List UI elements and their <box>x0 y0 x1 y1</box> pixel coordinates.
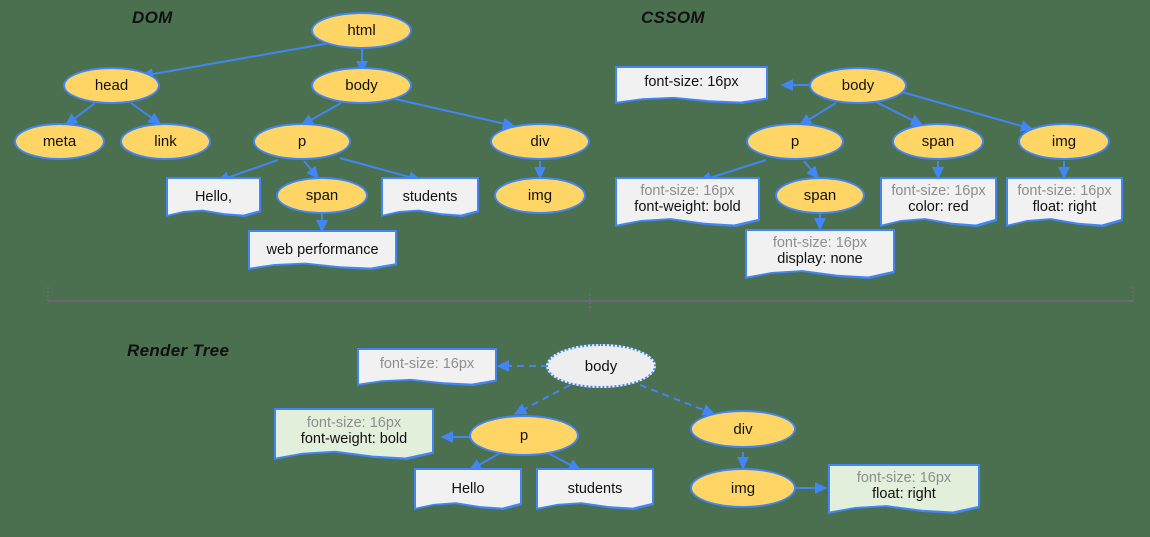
dom-node-span[interactable]: span <box>276 177 368 214</box>
dom-textbox-web-performance-label: web performance <box>266 242 379 258</box>
cssom-rulebox-p[interactable]: font-size: 16px font-weight: bold <box>615 177 760 227</box>
render-tree-node-img[interactable]: img <box>690 468 796 508</box>
edge-cssom-body-p <box>798 102 837 126</box>
dom-textbox-students-label: students <box>402 189 458 205</box>
cssom-rulebox-span-1-line-1: font-size: 16px <box>891 182 986 199</box>
cssom-node-span-1[interactable]: span <box>892 123 984 160</box>
render-tree-textbox-students[interactable]: students <box>536 468 654 510</box>
render-tree-rulebox-img[interactable]: font-size: 16px float: right <box>828 464 980 514</box>
render-tree-section-title: Render Tree <box>127 341 230 360</box>
cssom-node-p[interactable]: p <box>746 123 844 160</box>
dom-node-meta[interactable]: meta <box>14 123 105 160</box>
cssom-section-title: CSSOM <box>641 8 705 27</box>
render-tree-textbox-hello[interactable]: Hello <box>414 468 522 510</box>
cssom-rulebox-p-line-2: font-weight: bold <box>634 198 741 215</box>
edge-html-head <box>140 42 331 80</box>
section-divider <box>47 287 1134 311</box>
cssom-rulebox-img[interactable]: font-size: 16px float: right <box>1006 177 1123 227</box>
edge-rt-body-div <box>639 384 716 416</box>
cssom-rulebox-span-1[interactable]: font-size: 16px color: red <box>880 177 997 227</box>
edge-body-div <box>394 98 516 130</box>
dom-textbox-hello-label: Hello, <box>194 189 233 205</box>
edge-cssom-body-img <box>901 91 1034 132</box>
render-tree-rulebox-body[interactable]: font-size: 16px <box>357 348 497 386</box>
render-tree-textbox-students-label: students <box>567 481 623 497</box>
render-tree-rulebox-p[interactable]: font-size: 16px font-weight: bold <box>274 408 434 460</box>
edge-rt-p-students <box>545 451 582 471</box>
edge-p-span <box>303 160 320 180</box>
render-tree-rulebox-img-line-2: float: right <box>872 485 936 502</box>
cssom-rulebox-span-2-line-2: display: none <box>777 250 863 267</box>
cssom-node-body[interactable]: body <box>809 67 907 104</box>
dom-node-div[interactable]: div <box>490 123 590 160</box>
edge-cssom-p-span2 <box>803 160 820 180</box>
edge-cssom-body-span <box>875 101 924 126</box>
cssom-rulebox-span-1-line-2: color: red <box>908 198 969 215</box>
dom-textbox-hello[interactable]: Hello, <box>166 177 261 217</box>
edge-rt-p-hello <box>468 451 503 471</box>
cssom-rulebox-img-line-2: float: right <box>1032 198 1097 215</box>
dom-textbox-web-performance[interactable]: web performance <box>248 230 397 270</box>
edge-rt-body-p <box>513 384 571 415</box>
edge-p-students <box>339 157 422 183</box>
dom-node-head[interactable]: head <box>63 67 160 104</box>
render-tree-rulebox-p-line-2: font-weight: bold <box>300 430 408 447</box>
render-tree-node-p[interactable]: p <box>469 415 579 456</box>
cssom-rulebox-span-2[interactable]: font-size: 16px display: none <box>745 229 895 279</box>
cssom-rulebox-body[interactable]: font-size: 16px <box>615 66 768 104</box>
edge-head-link <box>130 102 162 125</box>
dom-node-html[interactable]: html <box>311 12 412 49</box>
render-tree-rulebox-p-line-1: font-size: 16px <box>306 414 402 431</box>
cssom-node-span-2[interactable]: span <box>775 177 865 214</box>
dom-node-body[interactable]: body <box>311 67 412 104</box>
cssom-rulebox-span-2-line-1: font-size: 16px <box>772 234 868 251</box>
render-tree-rulebox-img-line-1: font-size: 16px <box>856 469 952 486</box>
dom-node-p[interactable]: p <box>253 123 351 160</box>
render-tree-textbox-hello-label: Hello <box>451 481 485 497</box>
cssom-node-img[interactable]: img <box>1018 123 1110 160</box>
cssom-rulebox-body-line-1: font-size: 16px <box>644 73 739 90</box>
render-tree-node-div[interactable]: div <box>690 410 796 448</box>
cssom-rulebox-img-line-1: font-size: 16px <box>1017 182 1112 199</box>
edge-head-meta <box>64 102 96 126</box>
render-tree-rulebox-body-line-1: font-size: 16px <box>379 355 475 372</box>
cssom-rulebox-p-line-1: font-size: 16px <box>640 182 735 199</box>
dom-node-img[interactable]: img <box>494 177 586 214</box>
render-tree-node-body[interactable]: body <box>546 344 656 388</box>
dom-textbox-students[interactable]: students <box>381 177 479 217</box>
dom-node-link[interactable]: link <box>120 123 211 160</box>
edge-body-p <box>300 102 342 126</box>
dom-section-title: DOM <box>132 8 173 27</box>
